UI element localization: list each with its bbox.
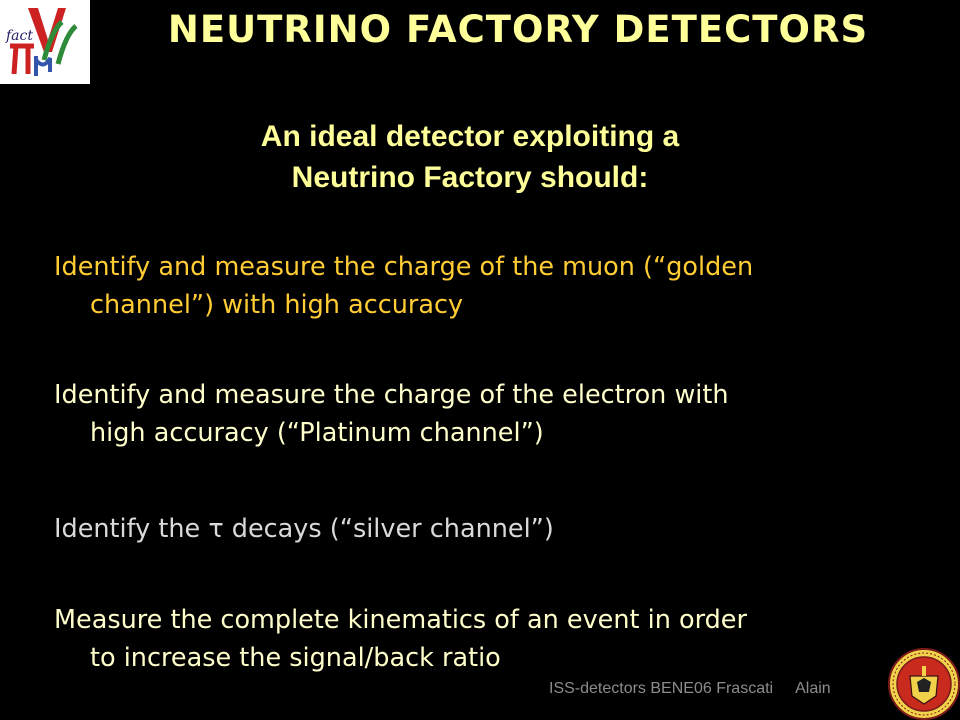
bullet-line: to increase the signal/back ratio (90, 643, 501, 673)
subtitle-line-2: Neutrino Factory should: (291, 161, 649, 194)
nu-fact-logo-icon: fact (0, 0, 90, 84)
subtitle-line-1: An ideal detector exploiting a (260, 120, 680, 153)
logo-text: fact (5, 28, 33, 44)
bullet-line: Identify the τ decays (“silver channel”) (54, 514, 554, 544)
bullet-line: high accuracy (“Platinum channel”) (90, 418, 544, 448)
university-seal (888, 648, 960, 720)
footer-author: Alain (795, 680, 831, 697)
slide-subtitle: An ideal detector exploiting a Neutrino … (150, 116, 790, 198)
bullet-platinum-channel: Identify and measure the charge of the e… (54, 376, 934, 452)
bullet-line: Identify and measure the charge of the m… (54, 252, 754, 282)
bullet-silver-channel: Identify the τ decays (“silver channel”) (54, 510, 934, 548)
bullet-line: channel”) with high accuracy (90, 290, 464, 320)
bullet-line: Identify and measure the charge of the e… (54, 380, 729, 410)
footer-event: ISS-detectors BENE06 Frascati (549, 680, 774, 697)
bullet-golden-channel: Identify and measure the charge of the m… (54, 248, 934, 324)
slide-footer: ISS-detectors BENE06 Frascati Alain (549, 680, 853, 698)
university-seal-icon (888, 648, 960, 720)
nufact-logo: fact (0, 0, 90, 84)
bullet-line: Measure the complete kinematics of an ev… (54, 605, 747, 635)
bullet-kinematics: Measure the complete kinematics of an ev… (54, 601, 934, 677)
slide-title: NEUTRINO FACTORY DETECTORS (167, 8, 869, 51)
